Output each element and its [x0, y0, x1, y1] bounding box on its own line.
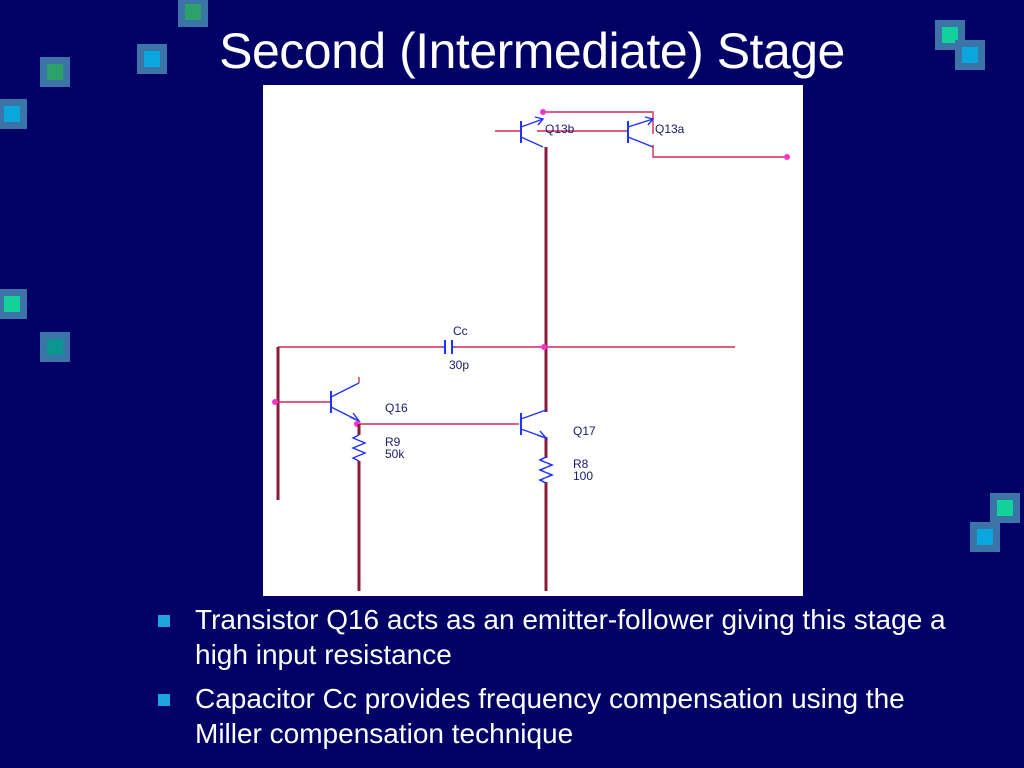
r8-zigzag	[538, 456, 554, 484]
q13b-label: Q13b	[545, 122, 575, 136]
mirror-top-wire	[543, 111, 654, 134]
q17-label: Q17	[573, 424, 596, 438]
cc-value-label: 30p	[449, 358, 469, 372]
decor-square	[970, 522, 1000, 552]
decor-square	[40, 332, 70, 362]
input-node	[272, 399, 278, 405]
output-node	[784, 154, 790, 160]
bullet-list: Transistor Q16 acts as an emitter-follow…	[155, 602, 955, 760]
q13a-label: Q13a	[655, 122, 685, 136]
decor-square	[137, 44, 167, 74]
decor-square	[0, 289, 27, 319]
decor-square	[178, 0, 208, 27]
decor-square	[955, 40, 985, 70]
decor-square	[935, 20, 965, 50]
q16-label: Q16	[385, 401, 408, 415]
circuit-schematic: Q13b Q13a Cc 30p Q16	[272, 109, 790, 591]
q13b-transistor	[520, 116, 545, 148]
decor-square	[40, 57, 70, 87]
q17-transistor	[520, 409, 549, 440]
q16-transistor	[330, 382, 362, 423]
q13a-transistor	[627, 116, 655, 148]
q13a-output-wire	[652, 145, 789, 158]
circuit-diagram: Q13b Q13a Cc 30p Q16	[263, 85, 803, 596]
bullet-item: Capacitor Cc provides frequency compensa…	[155, 681, 955, 751]
bullet-item: Transistor Q16 acts as an emitter-follow…	[155, 602, 955, 672]
square-bullet-icon	[158, 694, 170, 706]
r8-value-label: 100	[573, 469, 593, 483]
bullet-text: Transistor Q16 acts as an emitter-follow…	[195, 604, 946, 670]
cc-name-label: Cc	[453, 324, 468, 338]
r9-name-label: R9	[385, 435, 401, 449]
r8-name-label: R8	[573, 457, 589, 471]
decor-square	[990, 493, 1020, 523]
vcc-node	[540, 109, 546, 115]
bullet-text: Capacitor Cc provides frequency compensa…	[195, 683, 905, 749]
cc-node	[541, 344, 547, 350]
decor-square	[0, 99, 27, 129]
page-title: Second (Intermediate) Stage	[219, 23, 845, 79]
r9-resistor	[351, 434, 367, 462]
r9-value-label: 50k	[385, 447, 405, 461]
square-bullet-icon	[158, 615, 170, 627]
cc-capacitor	[442, 340, 455, 354]
